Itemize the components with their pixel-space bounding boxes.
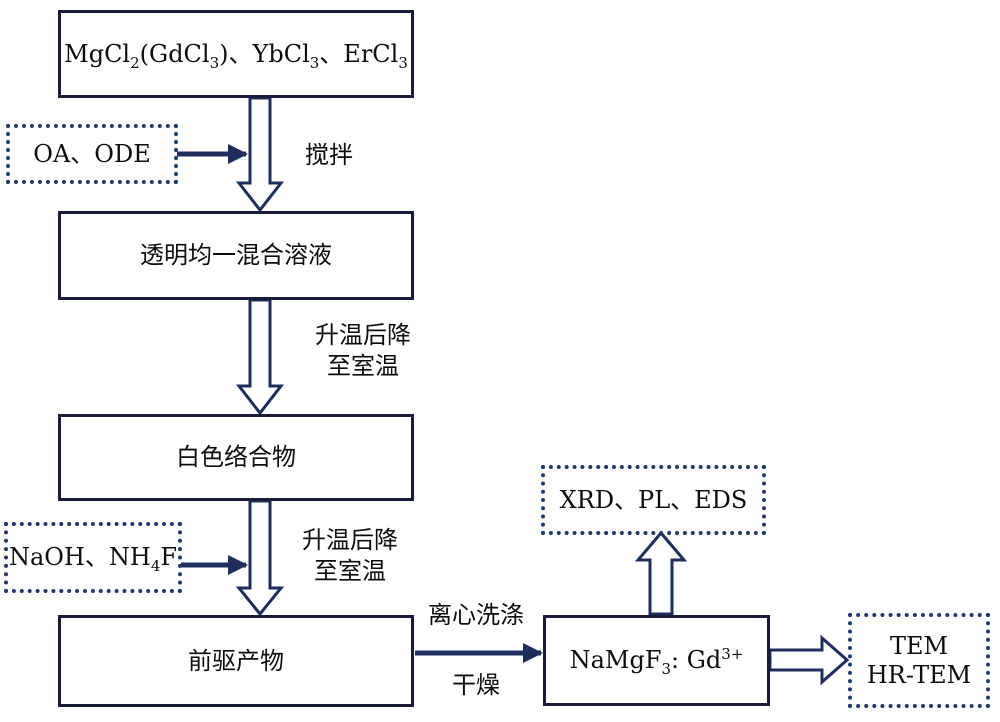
clear-solution-label: 透明均一混合溶液	[140, 241, 332, 270]
wash-label: 离心洗涤	[428, 601, 524, 629]
solvents-box: OA、ODE	[6, 124, 178, 184]
reagents-box: NaOH、NH4F	[4, 522, 182, 593]
clear-solution-box: 透明均一混合溶液	[58, 211, 414, 300]
raw-materials-box: MgCl2(GdCl3)、YbCl3、ErCl3	[58, 10, 414, 98]
precursor-label: 前驱产物	[188, 646, 284, 675]
stir-label: 搅拌	[305, 141, 353, 169]
dry-label: 干燥	[452, 671, 500, 699]
heat-cool-label-2: 升温后降 至室温	[302, 526, 398, 586]
heat-cool-label-1: 升温后降 至室温	[315, 321, 411, 381]
characterization-label: XRD、PL、EDS	[559, 485, 748, 514]
white-complex-label: 白色络合物	[176, 443, 296, 472]
product-box: NaMgF3: Gd3+	[543, 615, 770, 706]
microscopy-label-2: HR-TEM	[866, 660, 972, 689]
block-arrow-down-2	[235, 298, 285, 416]
reagents-label: NaOH、NH4F	[8, 543, 178, 575]
solvents-label: OA、ODE	[33, 139, 151, 168]
raw-materials-label: MgCl2(GdCl3)、YbCl3、ErCl3	[64, 39, 408, 72]
block-arrow-down-3	[235, 499, 285, 617]
block-arrow-up	[634, 530, 688, 616]
microscopy-label-1: TEM	[889, 631, 949, 660]
white-complex-box: 白色络合物	[58, 414, 414, 501]
block-arrow-down-1	[235, 96, 285, 213]
characterization-box: XRD、PL、EDS	[541, 465, 766, 535]
precursor-box: 前驱产物	[58, 615, 414, 707]
microscopy-box: TEM HR-TEM	[848, 613, 990, 708]
block-arrow-right	[768, 634, 850, 686]
product-label: NaMgF3: Gd3+	[569, 645, 744, 678]
